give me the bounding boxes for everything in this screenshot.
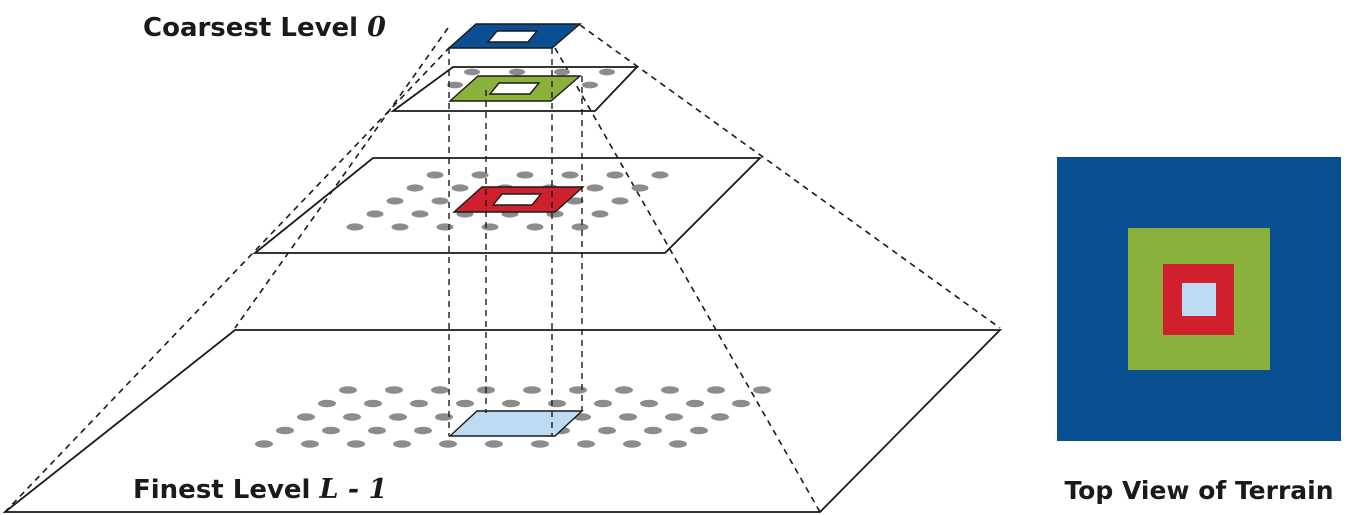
- grid-dot: [391, 223, 409, 231]
- grid-dot: [690, 426, 708, 435]
- grid-dot: [322, 426, 340, 435]
- grid-dot: [732, 399, 750, 408]
- grid-dot: [644, 426, 662, 435]
- grid-dot: [669, 440, 687, 448]
- grid-dot: [481, 223, 499, 231]
- region-level-1-hole: [488, 82, 541, 95]
- grid-dot: [431, 386, 449, 394]
- grid-dot: [598, 426, 616, 435]
- grid-dot: [385, 386, 403, 394]
- plane-level-2: [252, 157, 763, 254]
- grid-dot: [301, 440, 319, 448]
- grid-dot: [426, 171, 444, 179]
- dot-grid-finest: [255, 386, 771, 448]
- finest-level-label: Finest Level L - 1: [133, 474, 387, 505]
- grid-dot: [435, 413, 453, 421]
- pyramid-edges: [4, 24, 1001, 513]
- grid-dot: [389, 413, 407, 421]
- grid-dot: [640, 399, 658, 408]
- grid-dot: [711, 413, 729, 421]
- grid-dot: [554, 68, 570, 76]
- grid-dot: [606, 171, 624, 179]
- grid-dot: [591, 210, 609, 218]
- grid-dot: [346, 223, 364, 231]
- grid-dot: [339, 386, 357, 394]
- grid-dot: [623, 440, 641, 448]
- grid-dot: [411, 210, 429, 218]
- grid-dot: [456, 399, 474, 408]
- region-finest: [448, 410, 584, 437]
- grid-dot: [599, 68, 615, 76]
- projection-lines: [448, 48, 583, 436]
- grid-dot: [753, 386, 771, 394]
- grid-dot: [561, 171, 579, 179]
- plane-level-1: [390, 66, 640, 112]
- grid-dot: [571, 223, 589, 231]
- level-regions: [447, 23, 585, 437]
- grid-dot: [548, 399, 566, 408]
- grid-dot: [318, 399, 336, 408]
- edge-right-back: [579, 24, 1001, 329]
- plane-finest: [2, 329, 1003, 513]
- grid-dot: [347, 440, 365, 448]
- grid-dot: [594, 399, 612, 408]
- edge-left-front: [4, 46, 451, 513]
- grid-dot: [509, 68, 525, 76]
- grid-dot: [255, 440, 273, 448]
- grid-dot: [686, 399, 704, 408]
- grid-dot: [665, 413, 683, 421]
- grid-dot: [447, 81, 463, 89]
- grid-dot: [414, 426, 432, 435]
- grid-dot: [651, 171, 669, 179]
- grid-dot: [439, 440, 457, 448]
- top-view-of-terrain: [1057, 157, 1341, 441]
- grid-dot: [471, 171, 489, 179]
- grid-dot: [297, 413, 315, 421]
- grid-dot: [393, 440, 411, 448]
- grid-dot: [707, 386, 725, 394]
- grid-dot: [366, 210, 384, 218]
- grid-dot: [569, 386, 587, 394]
- grid-dot: [661, 386, 679, 394]
- region-level-2-hole: [491, 193, 543, 206]
- grid-dot: [343, 413, 361, 421]
- level-planes: [2, 66, 1003, 513]
- edge-left-back: [234, 27, 449, 329]
- grid-dot: [436, 223, 454, 231]
- grid-dot: [516, 171, 534, 179]
- edge-right-front: [554, 47, 821, 513]
- coarsest-level-label: Coarsest Level 0: [143, 12, 386, 43]
- top-view-finest: [1182, 283, 1216, 316]
- region-level-0-hole: [486, 30, 539, 43]
- grid-dot: [577, 440, 595, 448]
- grid-dot: [276, 426, 294, 435]
- grid-dot: [631, 184, 649, 192]
- grid-dot: [582, 81, 598, 89]
- grid-dot: [611, 197, 629, 205]
- grid-dot: [364, 399, 382, 408]
- grid-dot: [566, 197, 584, 205]
- grid-dot: [485, 440, 503, 448]
- grid-dot: [502, 399, 520, 408]
- grid-dot: [526, 223, 544, 231]
- grid-dot: [523, 386, 541, 394]
- top-view-label: Top View of Terrain: [1064, 476, 1333, 505]
- grid-dot: [615, 386, 633, 394]
- grid-dot: [619, 413, 637, 421]
- grid-dot: [386, 197, 404, 205]
- grid-dot: [531, 440, 549, 448]
- grid-dot: [451, 184, 469, 192]
- grid-dot: [431, 197, 449, 205]
- grid-dot: [368, 426, 386, 435]
- grid-dot: [410, 399, 428, 408]
- grid-dot: [586, 184, 604, 192]
- grid-dot: [464, 68, 480, 76]
- grid-dot: [406, 184, 424, 192]
